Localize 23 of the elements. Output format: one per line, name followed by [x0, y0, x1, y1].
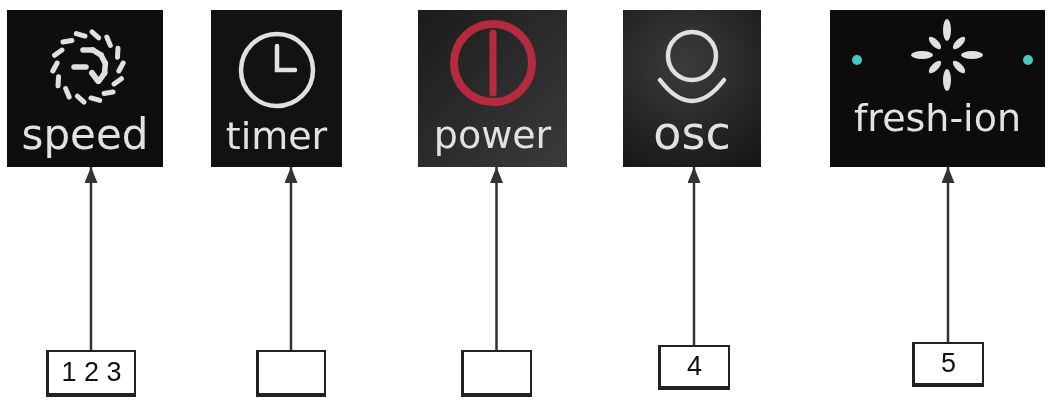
callout-number: 1 2 3	[61, 357, 122, 388]
arrow	[84, 167, 98, 350]
control-key	[830, 10, 1045, 167]
key-label: power	[433, 114, 552, 158]
callout-number: 5	[941, 348, 956, 379]
callout-box	[256, 350, 326, 397]
callout-box	[912, 342, 984, 387]
control-key	[418, 10, 567, 167]
callout-box	[658, 345, 730, 390]
arrow	[490, 167, 503, 350]
control-key	[7, 10, 163, 167]
control-key	[211, 10, 342, 167]
arrow	[687, 167, 701, 345]
arrow	[284, 167, 298, 350]
key-label: speed	[21, 111, 149, 160]
arrow	[941, 167, 955, 342]
key-label: timer	[225, 115, 328, 159]
control-key	[623, 10, 761, 167]
callout-number: 4	[687, 351, 702, 382]
callout-box	[461, 350, 532, 397]
key-label: osc	[653, 107, 731, 160]
callout-box	[46, 350, 136, 397]
key-label: fresh-ion	[854, 97, 1021, 141]
